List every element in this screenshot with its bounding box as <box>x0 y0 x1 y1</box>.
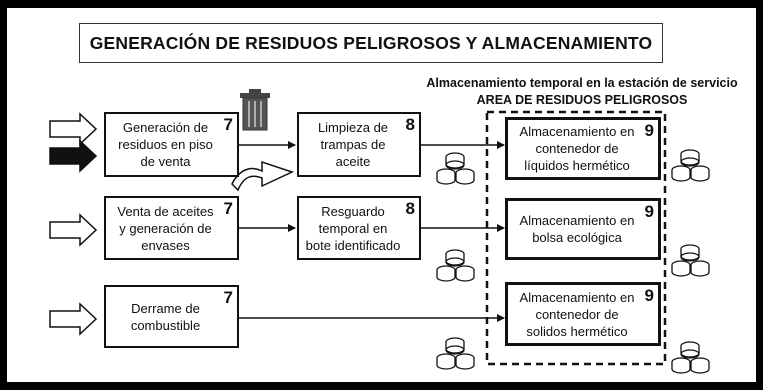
storage-box-solids-container: Almacenamiento en contenedor de solidos … <box>505 282 661 346</box>
input-arrow-hollow-1 <box>49 112 98 146</box>
storage-area-title-line1: Almacenamiento temporal en la estación d… <box>426 76 738 90</box>
barrel-stack-icon <box>436 249 475 282</box>
storage-number: 9 <box>644 286 654 305</box>
storage-area-dashed-border <box>485 110 667 366</box>
storage-area-title-line2: AREA DE RESIDUOS PELIGROSOS <box>476 93 688 107</box>
barrel-stack-icon <box>671 341 710 374</box>
source-label: Derrame de combustible <box>130 300 201 333</box>
source-box-fuel-spill: Derrame de combustible 7 <box>104 285 239 348</box>
title-box <box>79 23 663 63</box>
process-label: Resguardo temporal en bote identificado <box>305 203 401 253</box>
input-arrow-hollow-3 <box>49 302 98 336</box>
barrel-stack-icon <box>436 337 475 370</box>
source-label: Generación de residuos en piso de venta <box>118 120 213 169</box>
source-number: 7 <box>223 199 233 218</box>
input-arrow-solid <box>49 139 98 173</box>
source-label: Venta de aceites y generación de envases <box>117 203 214 253</box>
diagram-title: GENERACIÓN DE RESIDUOS PELIGROSOS Y ALMA… <box>89 32 653 53</box>
barrel-stack-icon <box>671 244 710 277</box>
input-arrow-hollow-2 <box>49 213 98 247</box>
process-label: Limpieza de trampas de aceite <box>317 120 389 169</box>
source-number: 7 <box>223 115 233 134</box>
barrel-stack-icon <box>671 149 710 182</box>
storage-label: Almacenamiento en bolsa ecológica <box>519 213 635 245</box>
curved-flow-arrow-icon <box>231 160 295 192</box>
storage-number: 9 <box>644 202 654 221</box>
storage-number: 9 <box>644 121 654 140</box>
trash-can-icon <box>240 89 270 131</box>
source-box-floor-waste: Generación de residuos en piso de venta … <box>104 112 239 177</box>
process-box-temporary-storage-bin: Resguardo temporal en bote identificado … <box>297 196 421 260</box>
barrel-stack-icon <box>436 152 475 185</box>
storage-label: Almacenamiento en contenedor de líquidos… <box>519 124 635 173</box>
process-number: 8 <box>405 199 415 218</box>
storage-label: Almacenamiento en contenedor de solidos … <box>519 289 635 339</box>
source-box-oil-sales: Venta de aceites y generación de envases… <box>104 196 239 260</box>
storage-box-eco-bag: Almacenamiento en bolsa ecológica 9 <box>505 198 661 260</box>
source-number: 7 <box>223 288 233 307</box>
process-box-grease-trap-cleaning: Limpieza de trampas de aceite 8 <box>297 112 421 177</box>
process-number: 8 <box>405 115 415 134</box>
storage-box-liquids-container: Almacenamiento en contenedor de líquidos… <box>505 117 661 180</box>
